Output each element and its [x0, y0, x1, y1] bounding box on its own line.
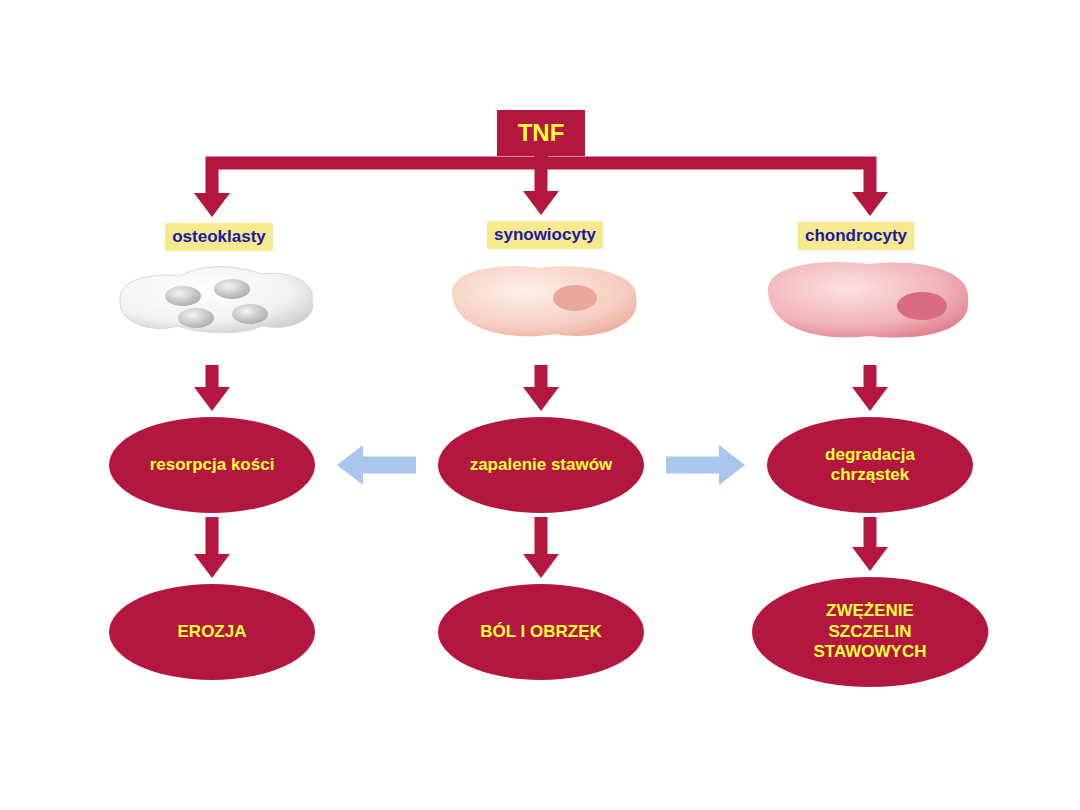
arrow-head	[337, 445, 363, 485]
connector-shaft	[541, 154, 870, 196]
text-group: resorpcja kości	[150, 455, 275, 475]
connector-shaft	[535, 517, 548, 558]
connector-arrow	[541, 154, 888, 216]
tnf-box: TNF	[497, 110, 585, 156]
text-group: degradacja chrząstek	[808, 445, 933, 486]
connector-shaft	[666, 457, 723, 474]
text-group: TNF	[518, 119, 565, 148]
connector-arrow	[852, 517, 888, 571]
text-group: ZWĘŻENIE SZCZELIN STAWOWYCH	[805, 601, 935, 662]
connector-shaft	[535, 365, 548, 391]
connector-arrow	[852, 365, 888, 411]
arrow-head	[523, 387, 559, 411]
text-group: osteoklasty	[165, 223, 273, 251]
arrow-head	[852, 192, 888, 216]
text-group: BÓL I OBRZĘK	[480, 622, 602, 642]
connector-arrow	[337, 445, 416, 485]
process-ellipse: zapalenie stawów	[438, 417, 644, 513]
arrow-head	[194, 193, 230, 217]
outcome-ellipse: ZWĘŻENIE SZCZELIN STAWOWYCH	[752, 577, 988, 687]
connector-shaft	[864, 365, 877, 391]
connector-arrow	[523, 365, 559, 411]
text-group: zapalenie stawów	[470, 455, 613, 475]
arrow-head	[523, 554, 559, 578]
arrow-head	[719, 445, 745, 485]
outcome-ellipse: EROZJA	[109, 584, 315, 680]
connector-arrow	[666, 445, 745, 485]
connector-arrow	[194, 517, 230, 578]
cell-name: osteoklasty	[172, 227, 266, 247]
connector-shaft	[206, 517, 219, 558]
connector-arrow	[523, 517, 559, 578]
text-group: synowiocyty	[487, 221, 603, 249]
process-ellipse: degradacja chrząstek	[767, 417, 973, 513]
arrow-head	[194, 554, 230, 578]
arrow-head	[852, 547, 888, 571]
node-text: ZWĘŻENIE SZCZELIN STAWOWYCH	[805, 601, 935, 662]
text-group: EROZJA	[178, 622, 247, 642]
synoviocyte-cell	[452, 266, 637, 336]
connector-shaft	[359, 457, 416, 474]
arrow-head	[194, 387, 230, 411]
node-text: degradacja chrząstek	[808, 445, 933, 486]
cell-name: chondrocyty	[805, 226, 907, 246]
node-text: resorpcja kości	[150, 455, 275, 475]
node-text: EROZJA	[178, 622, 247, 642]
cell-label: osteoklasty	[105, 223, 319, 361]
connector-shaft	[863, 517, 876, 551]
text-group: chondrocyty	[798, 222, 914, 250]
connector-arrow	[194, 365, 230, 411]
connector-shaft	[206, 365, 219, 391]
node-text: BÓL I OBRZĘK	[480, 622, 602, 642]
chondrocyte-cell	[768, 262, 968, 337]
connector-shaft	[212, 154, 541, 197]
node-text: zapalenie stawów	[470, 455, 613, 475]
arrow-head	[523, 191, 559, 215]
outcome-ellipse: BÓL I OBRZĘK	[438, 584, 644, 680]
arrow-head	[852, 387, 888, 411]
cell-label: synowiocyty	[434, 221, 648, 361]
osteoclast-cell	[120, 267, 313, 333]
connector-arrow	[194, 154, 541, 217]
cell-name: synowiocyty	[494, 225, 596, 245]
node-text: TNF	[518, 119, 565, 148]
process-ellipse: resorpcja kości	[109, 417, 315, 513]
cell-label: chondrocyty	[763, 222, 977, 361]
